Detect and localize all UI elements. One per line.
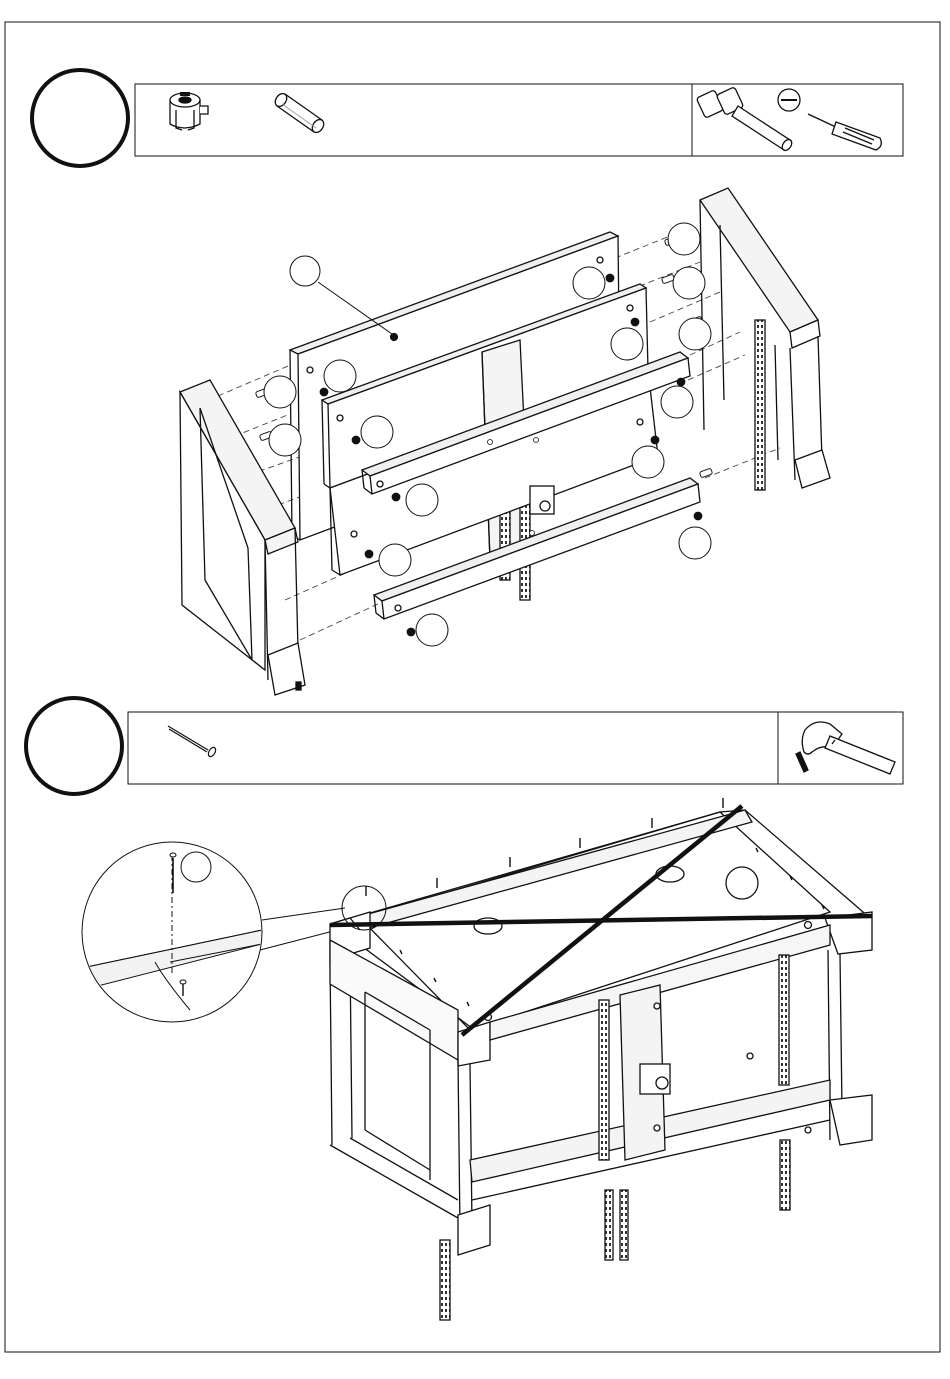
right-side-frame (700, 188, 830, 490)
callout-circle (269, 424, 301, 456)
callout-circle (632, 446, 664, 478)
hammer-icon (796, 722, 895, 774)
step-2 (26, 698, 903, 1320)
callout-circle (611, 328, 643, 360)
cam-lock-icon (170, 92, 208, 130)
callout-circle (361, 416, 393, 448)
hardware-box (128, 712, 903, 784)
callout-circle (416, 614, 448, 646)
step-1 (32, 70, 903, 695)
wooden-dowel-icon (273, 91, 326, 134)
step-number-circle (26, 698, 122, 794)
callout-circle (406, 484, 438, 516)
cabinet-assembled-view (330, 810, 872, 1320)
callout-circle (573, 267, 605, 299)
nail-detail-magnifier (82, 842, 262, 1022)
callout-circle (673, 267, 705, 299)
page-border (5, 22, 940, 1352)
nail-icon (168, 726, 217, 758)
callout-circle (324, 360, 356, 392)
step-number-circle (32, 70, 128, 166)
callout-circle (290, 256, 320, 286)
flathead-screwdriver-icon (778, 89, 881, 150)
callout-circle (679, 318, 711, 350)
callout-circle (668, 223, 700, 255)
callout-circle (679, 527, 711, 559)
hardware-box (135, 84, 903, 156)
callout-circle (379, 544, 411, 576)
right-posts (825, 912, 872, 1145)
callout-circle (661, 386, 693, 418)
callout-circle (726, 867, 758, 899)
center-lock-block (530, 486, 554, 514)
center-divider (620, 985, 670, 1160)
callout-circle (181, 852, 211, 882)
callout-circle (264, 376, 296, 408)
